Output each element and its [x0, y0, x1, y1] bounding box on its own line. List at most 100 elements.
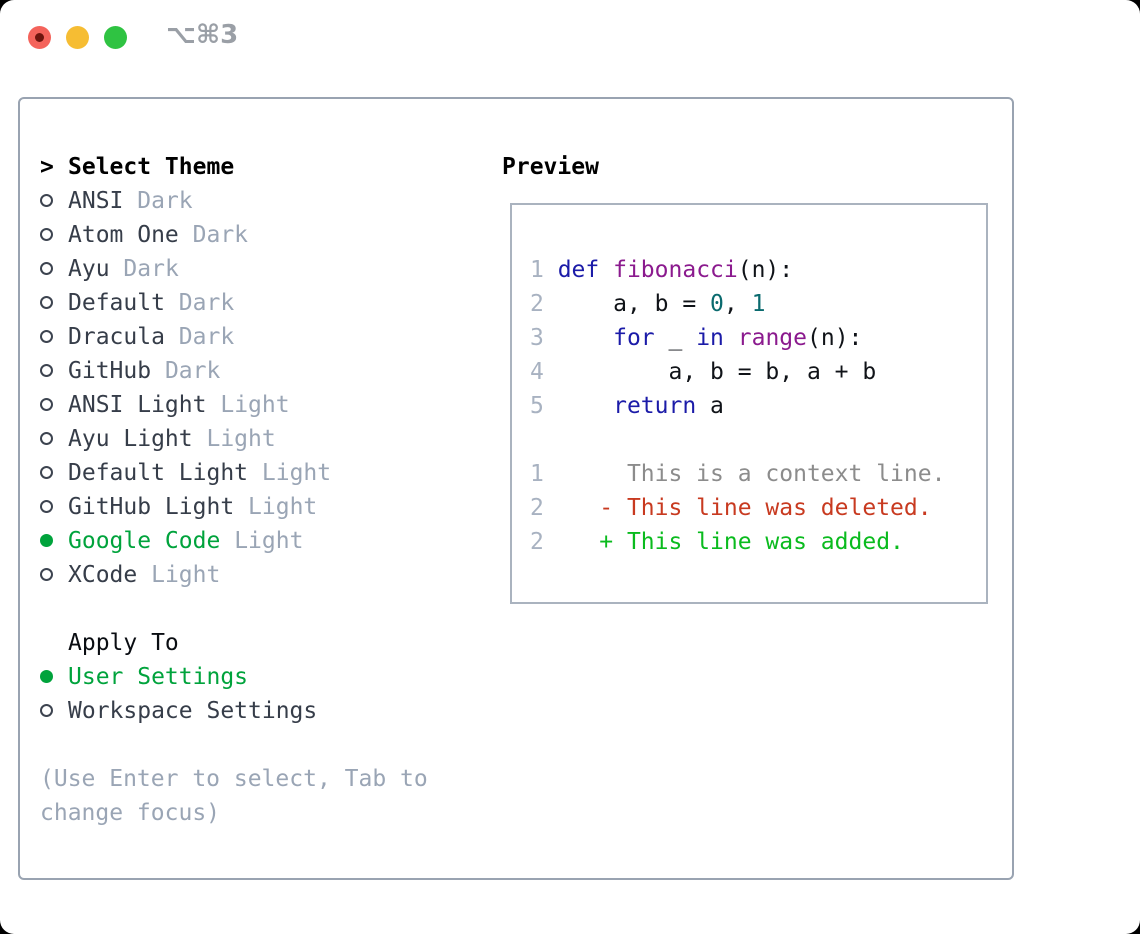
- code-token: a, b =: [557, 291, 711, 317]
- apply-to-header: Apply To: [40, 626, 470, 660]
- theme-option-xcode[interactable]: XCode Light: [40, 558, 470, 592]
- code-token: 0: [710, 291, 724, 317]
- zoom-button[interactable]: [104, 26, 127, 49]
- theme-name: GitHub: [68, 358, 152, 384]
- radio-icon: [40, 694, 68, 728]
- radio-icon: [40, 422, 68, 456]
- close-dot-icon: [35, 33, 44, 42]
- code-line: 2 + This line was added.: [530, 525, 986, 559]
- theme-option-atom-one[interactable]: Atom One Dark: [40, 218, 470, 252]
- theme-option-dracula[interactable]: Dracula Dark: [40, 320, 470, 354]
- theme-name: Google Code: [68, 528, 221, 554]
- apply-option-label: Workspace Settings: [68, 698, 318, 724]
- theme-variant: Dark: [178, 290, 235, 316]
- theme-option-google-code[interactable]: Google Code Light: [40, 524, 470, 558]
- theme-name: Default: [68, 290, 165, 316]
- apply-to-title: Apply To: [68, 630, 179, 656]
- theme-variant: Dark: [164, 358, 221, 384]
- code-token: _: [654, 325, 697, 351]
- theme-variant: Dark: [192, 222, 249, 248]
- hint-text: (Use Enter to select, Tab to change focu…: [40, 766, 428, 826]
- theme-option-ansi[interactable]: ANSI Dark: [40, 184, 470, 218]
- theme-name: Ayu Light: [68, 426, 193, 452]
- code-token: [558, 393, 613, 419]
- theme-name: Ayu: [68, 256, 110, 282]
- code-token: ,: [723, 291, 752, 317]
- spacer: [40, 592, 470, 626]
- theme-name: Atom One: [68, 222, 179, 248]
- radio-icon: [40, 558, 68, 592]
- theme-variant: Light: [261, 460, 332, 486]
- theme-option-github-light[interactable]: GitHub Light Light: [40, 490, 470, 524]
- theme-variant: Light: [234, 528, 304, 554]
- code-token: for: [613, 325, 655, 351]
- radio-icon: [40, 354, 68, 388]
- theme-variant: Dark: [178, 324, 235, 350]
- theme-name: Dracula: [68, 324, 165, 350]
- theme-option-default-light[interactable]: Default Light Light: [40, 456, 470, 490]
- line-number: 2: [530, 529, 558, 555]
- code-token: [599, 257, 613, 283]
- theme-variant: Dark: [137, 188, 193, 214]
- code-line: 2 a, b = 0, 1: [530, 287, 986, 321]
- code-blank-line: [530, 423, 986, 457]
- theme-option-ayu[interactable]: Ayu Dark: [40, 252, 470, 286]
- theme-name: XCode: [68, 562, 138, 588]
- code-token: fibonacci: [613, 257, 738, 283]
- close-button[interactable]: [28, 26, 51, 49]
- code-token: def: [557, 257, 600, 283]
- apply-option-workspace-settings[interactable]: Workspace Settings: [40, 694, 470, 728]
- apply-option-label: User Settings: [68, 664, 249, 690]
- minimize-button[interactable]: [66, 26, 89, 49]
- code-token: - This line was deleted.: [557, 495, 932, 521]
- radio-icon: [40, 660, 68, 694]
- radio-icon: [40, 218, 68, 252]
- line-number: 5: [530, 393, 558, 419]
- code-token: 1: [751, 291, 766, 317]
- line-number: 2: [530, 291, 558, 317]
- code-token: in: [696, 325, 724, 351]
- apply-option-user-settings[interactable]: User Settings: [40, 660, 470, 694]
- radio-icon: [40, 388, 68, 422]
- theme-name: ANSI Light: [68, 392, 207, 418]
- theme-option-ayu-light[interactable]: Ayu Light Light: [40, 422, 470, 456]
- code-line: 5 return a: [530, 389, 986, 423]
- code-line: 4 a, b = b, a + b: [530, 355, 986, 389]
- radio-icon: [40, 286, 68, 320]
- code-line: 1 def fibonacci(n):: [530, 253, 986, 287]
- line-number: 1: [530, 257, 558, 283]
- line-number: 4: [530, 359, 558, 385]
- code-token: return: [613, 393, 697, 419]
- keyboard-shortcut-label: ⌥⌘3: [166, 20, 239, 50]
- theme-variant: Light: [248, 494, 318, 520]
- code-token: + This line was added.: [557, 529, 904, 555]
- line-number: 2: [530, 495, 558, 521]
- preview-title: Preview: [502, 154, 599, 180]
- theme-variant: Dark: [123, 256, 179, 282]
- line-number: 3: [530, 325, 558, 351]
- code-line: 2 - This line was deleted.: [530, 491, 986, 525]
- code-token: [558, 325, 613, 351]
- radio-icon: [40, 524, 68, 558]
- prompt-icon: >: [40, 154, 54, 180]
- code-line: 1 This is a context line.: [530, 457, 986, 491]
- radio-icon: [40, 320, 68, 354]
- theme-option-github[interactable]: GitHub Dark: [40, 354, 470, 388]
- theme-variant: Light: [206, 426, 276, 452]
- radio-icon: [40, 252, 68, 286]
- theme-option-ansi-light[interactable]: ANSI Light Light: [40, 388, 470, 422]
- theme-name: GitHub Light: [68, 494, 235, 520]
- code-token: a, b = b, a + b: [557, 359, 877, 385]
- theme-option-default[interactable]: Default Dark: [40, 286, 470, 320]
- radio-icon: [40, 490, 68, 524]
- theme-variant: Light: [151, 562, 221, 588]
- code-token: (n):: [807, 325, 863, 351]
- theme-name: Default Light: [68, 460, 249, 486]
